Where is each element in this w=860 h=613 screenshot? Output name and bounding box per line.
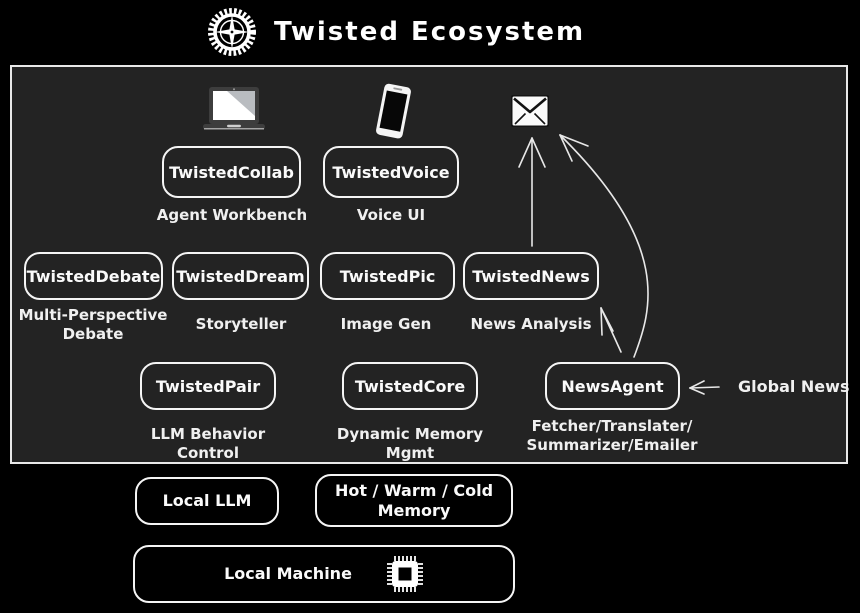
caption-agent-workbench: Agent Workbench — [156, 206, 308, 224]
node-label: TwistedDebate — [26, 266, 161, 286]
caption-news-analysis: News Analysis — [470, 315, 592, 333]
email-icon — [511, 92, 549, 130]
node-label: TwistedCollab — [169, 162, 294, 182]
caption-image-gen: Image Gen — [340, 315, 432, 333]
node-twistedpic: TwistedPic — [320, 252, 455, 300]
caption-storyteller: Storyteller — [195, 315, 287, 333]
infra-local-machine: Local Machine — [133, 545, 515, 603]
node-label: NewsAgent — [561, 376, 664, 396]
infra-label: Local LLM — [162, 491, 252, 510]
node-twisteddream: TwistedDream — [172, 252, 309, 300]
node-twistedcore: TwistedCore — [342, 362, 478, 410]
infra-label: Hot / Warm / Cold Memory — [334, 480, 494, 520]
node-newsagent: NewsAgent — [545, 362, 680, 410]
node-label: TwistedVoice — [332, 162, 450, 182]
page-title: Twisted Ecosystem — [274, 17, 586, 47]
caption-fetcher-translater: Fetcher/Translater/ Summarizer/Emailer — [526, 417, 698, 454]
node-twistedcollab: TwistedCollab — [162, 146, 301, 198]
cpu-chip-icon — [386, 535, 424, 613]
laptop-icon — [203, 87, 265, 131]
node-label: TwistedDream — [176, 266, 305, 286]
annotation-global-news: Global News — [738, 377, 850, 396]
caption-llm-behavior-control: LLM Behavior Control — [150, 425, 266, 462]
infra-memory: Hot / Warm / Cold Memory — [315, 474, 513, 527]
caption-dynamic-memory-mgmt: Dynamic Memory Mgmt — [336, 425, 484, 462]
gear-compass-icon — [206, 6, 258, 58]
caption-multi-perspective-debate: Multi-Perspective Debate — [18, 306, 168, 343]
caption-voice-ui: Voice UI — [356, 206, 426, 224]
smartphone-icon — [371, 82, 415, 140]
infra-local-llm: Local LLM — [135, 477, 279, 525]
node-label: TwistedCore — [354, 376, 466, 396]
node-label: TwistedPair — [155, 376, 261, 396]
node-twisteddebate: TwistedDebate — [24, 252, 163, 300]
node-label: TwistedNews — [472, 266, 590, 286]
node-twistednews: TwistedNews — [463, 252, 599, 300]
node-twistedpair: TwistedPair — [140, 362, 276, 410]
node-twistedvoice: TwistedVoice — [323, 146, 459, 198]
node-label: TwistedPic — [339, 266, 436, 286]
infra-label: Local Machine — [224, 564, 352, 583]
